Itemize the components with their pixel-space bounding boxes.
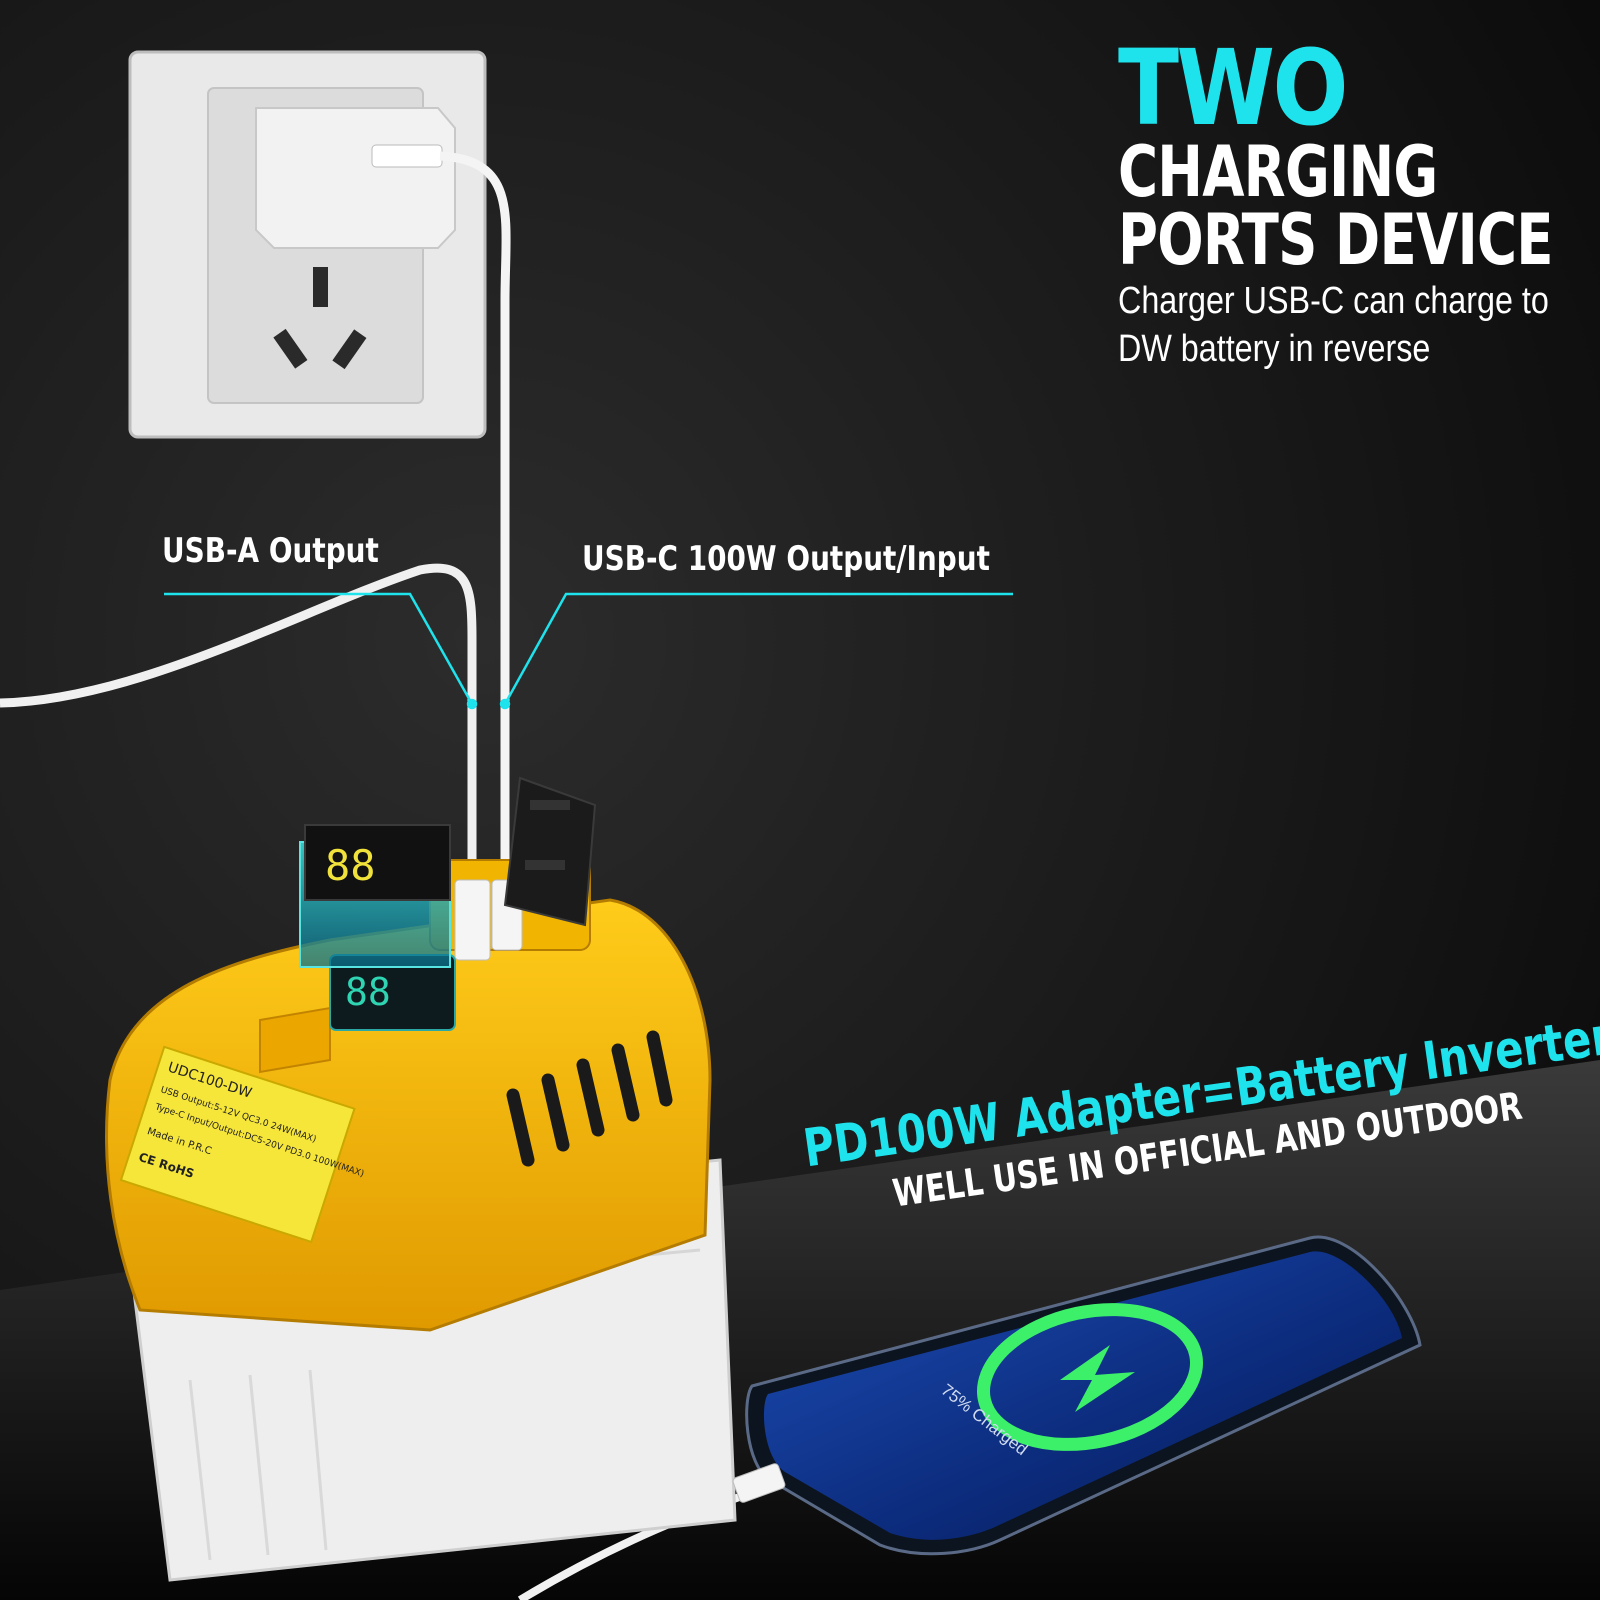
battery-display: 88 — [329, 954, 456, 1031]
ac-outlet — [503, 776, 597, 927]
usb-a-cable — [0, 563, 477, 905]
usb-c-label: USB-C 100W Output/Input — [582, 539, 990, 579]
spec-label: UDC100-DW USB Output:5-12V QC3.0 24W(MAX… — [119, 1045, 365, 1244]
usb-a-plug — [454, 879, 491, 961]
svg-text:88: 88 — [325, 841, 376, 890]
headline-block: TWO CHARGING PORTS DEVICE Charger USB-C … — [1118, 27, 1600, 370]
usb-a-label: USB-A Output — [162, 531, 379, 571]
phone-cable-plug — [732, 1463, 786, 1503]
headline-line-2: CHARGING — [1118, 131, 1438, 213]
phone-cable — [517, 1486, 762, 1600]
headline-line-3: PORTS DEVICE — [1118, 199, 1554, 281]
wall-charger — [255, 107, 456, 249]
usb-a-callout — [164, 592, 478, 710]
usb-c-cable — [439, 151, 511, 900]
smartphone: 75% Charged — [745, 1235, 1422, 1556]
headline-line-1: TWO — [1118, 27, 1349, 149]
headline-sub-1: Charger USB-C can charge to — [1118, 280, 1549, 322]
display-magnifier: 88 — [299, 824, 451, 968]
headline-sub-2: DW battery in reverse — [1118, 328, 1431, 370]
svg-text:88: 88 — [345, 970, 391, 1014]
usb-c-callout — [499, 592, 1013, 710]
